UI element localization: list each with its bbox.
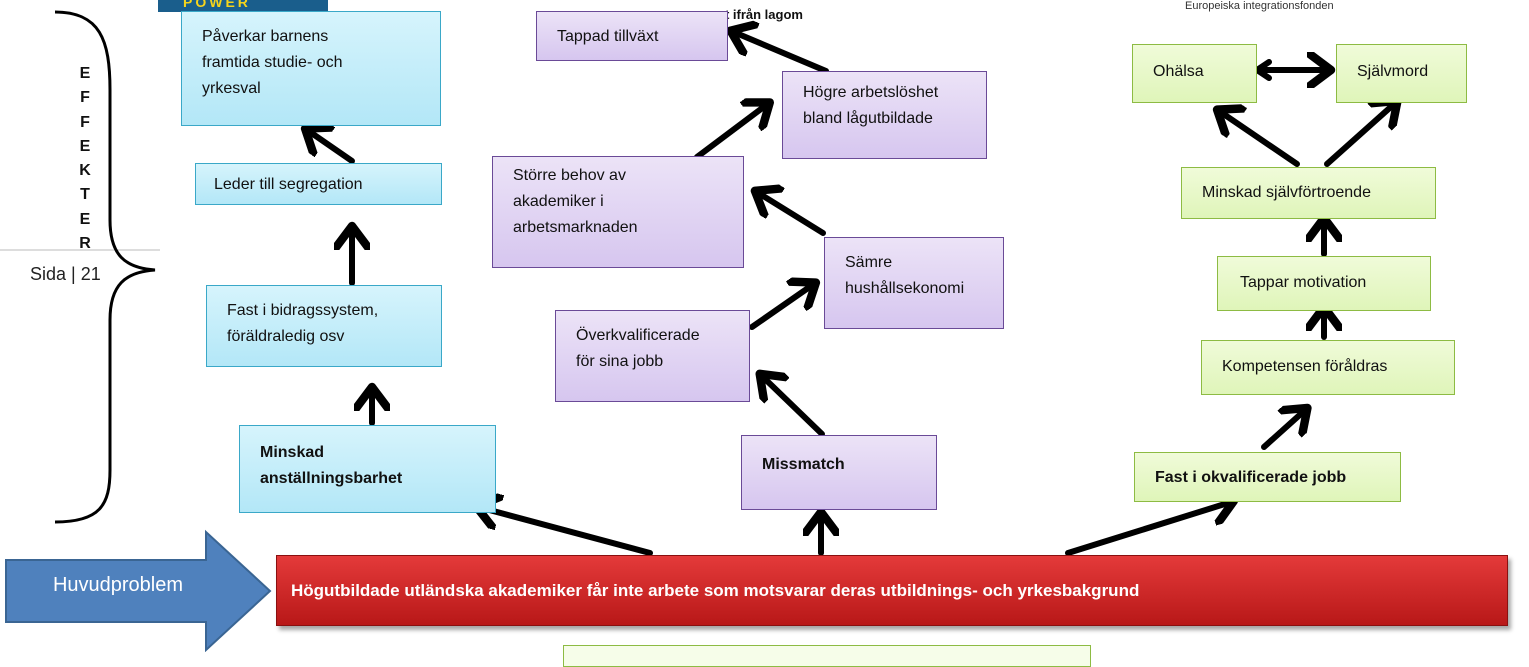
box-storre-behov: Större behov av akademiker i arbetsmarkn… [492,156,744,268]
arrow-main-to-right [1065,503,1228,556]
arrow-mid-4 [694,106,765,160]
header-title-fragment: gt ifrån lagom [717,7,803,22]
arrow-mid-1 [764,378,825,437]
box-sjalvmord: Självmord [1336,44,1467,103]
box-missmatch: Missmatch [741,435,937,510]
bottom-cut-box [563,645,1091,667]
effects-brace [54,10,156,524]
arrow-mid-5 [736,33,829,74]
huvudproblem-label: Huvudproblem [52,574,184,596]
arrow-main-to-left [482,508,653,556]
diagram-connectors [0,10,1529,652]
effects-letter: E [79,137,91,155]
effects-letter: R [79,235,91,253]
arrow-mid-3 [760,194,826,236]
arrow-right-5 [1324,105,1393,167]
box-overkvalificerade: Överkvalificerade för sina jobb [555,310,750,402]
main-problem-arrow [5,529,272,652]
box-minskad-anstallningsbarhet: Minskad anställningsbarhet [239,425,496,513]
effects-letter: F [80,89,90,107]
box-leder-till-segregation: Leder till segregation [195,163,442,205]
effects-vertical-label: E F F E K T E R [68,62,102,256]
box-tappar-motivation: Tappar motivation [1217,256,1431,311]
double-arrow-left-head [1254,59,1272,81]
arrow-mid-2 [749,286,811,330]
box-samre-hushallsekonomi: Sämre hushållsekonomi [824,237,1004,329]
page-number: Sida | 21 [30,264,101,284]
effects-letter: E [79,65,91,82]
main-problem-box: Högutbildade utländska akademiker får in… [276,555,1508,626]
box-hogre-arbetsloshet: Högre arbetslöshet bland lågutbildade [782,71,987,159]
arrow-right-1 [1261,412,1303,450]
effects-letter: F [80,113,90,131]
box-tappad-tillvaxt: Tappad tillväxt [536,11,728,61]
effects-letter: E [79,210,91,228]
box-kompetensen-foraldras: Kompetensen föråldras [1201,340,1455,395]
header-funder-text: Europeiska integrationsfonden [1185,0,1334,12]
logo: POWER [158,0,328,12]
arrow-left-3 [310,132,355,164]
arrow-right-4 [1222,113,1300,167]
box-fast-i-okvalificerade-jobb: Fast i okvalificerade jobb [1134,452,1401,502]
box-fast-i-bidragssystem: Fast i bidragssystem, föräldraledig osv [206,285,442,367]
box-minskad-sjalvfortroende: Minskad självförtroende [1181,167,1436,219]
effects-letter: T [80,186,90,204]
box-pavekar-barnens: Påverkar barnens framtida studie- och yr… [181,11,441,126]
effects-letter: K [79,162,91,180]
box-ohalsa: Ohälsa [1132,44,1257,103]
